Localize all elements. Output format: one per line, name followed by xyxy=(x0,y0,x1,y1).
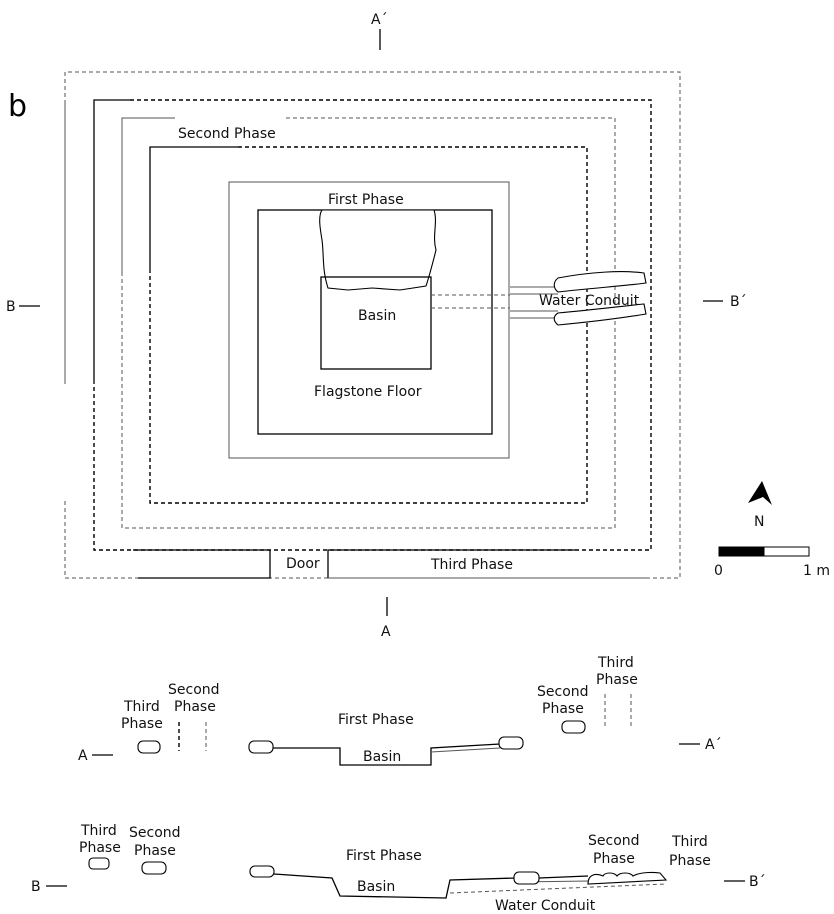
section-bb-basin-label: Basin xyxy=(357,879,395,895)
section-aa-second-phase-right-1: Second xyxy=(537,684,589,700)
second-phase-label: Second Phase xyxy=(178,126,276,142)
section-bb-third-phase-left-2: Phase xyxy=(79,840,121,856)
first-phase-label: First Phase xyxy=(328,192,404,208)
section-b-right-label: B´ xyxy=(730,294,747,310)
section-bb-third-phase-right-2: Phase xyxy=(669,853,711,869)
water-conduit xyxy=(431,271,647,326)
section-a-top-label: A´ xyxy=(371,12,388,28)
north-arrow-icon xyxy=(748,481,772,505)
section-aa-second-phase-stone xyxy=(561,720,586,734)
scale-start-label: 0 xyxy=(714,563,723,579)
section-aa-third-phase-stone xyxy=(137,740,161,754)
door-walls xyxy=(133,549,650,579)
section-bb-first-phase-label: First Phase xyxy=(346,848,422,864)
section-aa-start-label: A xyxy=(78,748,88,764)
section-bb-water-conduit-label: Water Conduit xyxy=(495,898,596,914)
basin-label: Basin xyxy=(358,308,396,324)
door-label: Door xyxy=(286,556,320,572)
section-bb-second-phase-left-1: Second xyxy=(129,825,181,841)
first-phase-outer-wall xyxy=(228,181,510,459)
section-bb-third-phase-left-1: Third xyxy=(80,823,117,839)
section-aa-second-phase-left-2: Phase xyxy=(174,699,216,715)
section-bb-profile xyxy=(249,865,668,899)
third-phase-outer-outline xyxy=(64,71,681,579)
section-bb-end-label: B´ xyxy=(749,874,766,890)
section-bb-second-phase-right-1: Second xyxy=(588,833,640,849)
north-label: N xyxy=(754,514,764,530)
stippled-stone-fill xyxy=(319,209,437,291)
scale-end-label: 1 m xyxy=(803,563,830,579)
section-b-left-label: B xyxy=(6,299,16,315)
flagstone-floor-label: Flagstone Floor xyxy=(314,384,422,400)
section-bb-second-phase-left-2: Phase xyxy=(134,843,176,859)
section-aa-end-label: A´ xyxy=(705,737,722,753)
figure-letter: b xyxy=(8,89,27,124)
second-phase-wall-outer xyxy=(121,117,616,529)
section-aa-third-phase-left-1: Third xyxy=(123,699,160,715)
scale-bar xyxy=(718,546,810,557)
second-phase-wall-inner xyxy=(149,146,588,504)
third-phase-label: Third Phase xyxy=(430,557,513,573)
section-bb-third-phase-right-1: Third xyxy=(671,834,708,850)
section-bb-second-phase-stone xyxy=(141,861,167,875)
section-aa-third-phase-left-2: Phase xyxy=(121,716,163,732)
third-phase-wall xyxy=(93,99,652,551)
section-aa-basin-label: Basin xyxy=(363,749,401,765)
section-aa-third-phase-right-2: Phase xyxy=(596,672,638,688)
section-bb-second-phase-right-2: Phase xyxy=(593,851,635,867)
water-conduit-label: Water Conduit xyxy=(539,293,640,309)
section-bb-start-label: B xyxy=(31,879,41,895)
section-a-bottom-label: A xyxy=(381,624,391,640)
section-bb-third-phase-stone xyxy=(88,857,110,870)
section-aa-second-phase-right-2: Phase xyxy=(542,701,584,717)
section-aa-first-phase-label: First Phase xyxy=(338,712,414,728)
section-aa-second-phase-left-1: Second xyxy=(168,682,220,698)
section-aa-profile xyxy=(248,736,524,766)
section-aa-third-phase-right-1: Third xyxy=(597,655,634,671)
basin-outline xyxy=(320,276,432,370)
